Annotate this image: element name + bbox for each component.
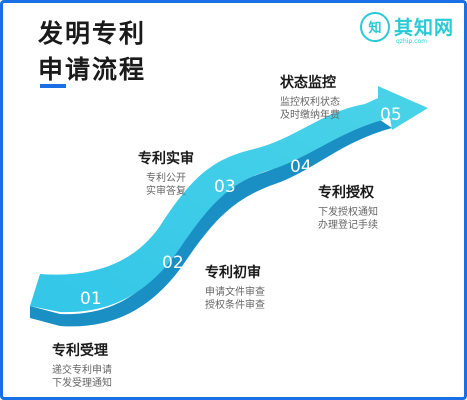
step-desc-line2: 及时缴纳年费 xyxy=(280,110,340,121)
step-number-05: 05 xyxy=(380,105,402,125)
logo-glyph: 知 xyxy=(368,21,382,36)
ribbon-top xyxy=(30,86,428,313)
step-number-04: 04 xyxy=(290,157,312,177)
step-title: 状态监控 xyxy=(280,75,336,91)
step-desc-line1: 专利公开 xyxy=(146,173,186,184)
step-desc-line1: 递交专利申请 xyxy=(52,365,112,376)
step-desc-line1: 申请文件审查 xyxy=(205,287,265,298)
logo-circle-icon xyxy=(360,12,390,42)
ribbon-side xyxy=(30,120,392,327)
step-desc-line1: 监控权利状态 xyxy=(280,97,340,108)
logo-url: qzhip.com xyxy=(396,38,427,45)
step-title: 专利受理 xyxy=(52,343,108,359)
step-title: 专利初审 xyxy=(205,265,261,281)
page-title-line1: 发明专利 xyxy=(38,19,147,48)
step-title: 专利实审 xyxy=(138,151,194,167)
step-5-label: 状态监控 监控权利状态 及时缴纳年费 xyxy=(280,72,340,122)
step-number-01: 01 xyxy=(80,289,102,309)
step-desc-line2: 授权条件审查 xyxy=(205,300,265,311)
step-desc-line2: 下发受理通知 xyxy=(52,378,112,389)
step-desc-line2: 实审答复 xyxy=(146,186,186,197)
step-number-03: 03 xyxy=(214,177,236,197)
step-2-label: 专利初审 申请文件审查 授权条件审查 xyxy=(205,262,265,312)
step-desc-line1: 下发授权通知 xyxy=(318,207,378,218)
brand-logo: 知 其知网 qzhip.com xyxy=(360,10,460,50)
logo-name: 其知网 xyxy=(394,17,455,39)
step-3-label: 专利实审 专利公开 实审答复 xyxy=(126,148,206,198)
step-1-label: 专利受理 递交专利申请 下发受理通知 xyxy=(52,340,112,390)
step-desc-line2: 办理登记手续 xyxy=(318,220,378,231)
page-title-line2: 申请流程 xyxy=(38,55,147,84)
step-4-label: 专利授权 下发授权通知 办理登记手续 xyxy=(318,182,378,232)
title-underline xyxy=(40,84,66,88)
step-number-02: 02 xyxy=(162,253,184,273)
step-title: 专利授权 xyxy=(318,185,374,201)
